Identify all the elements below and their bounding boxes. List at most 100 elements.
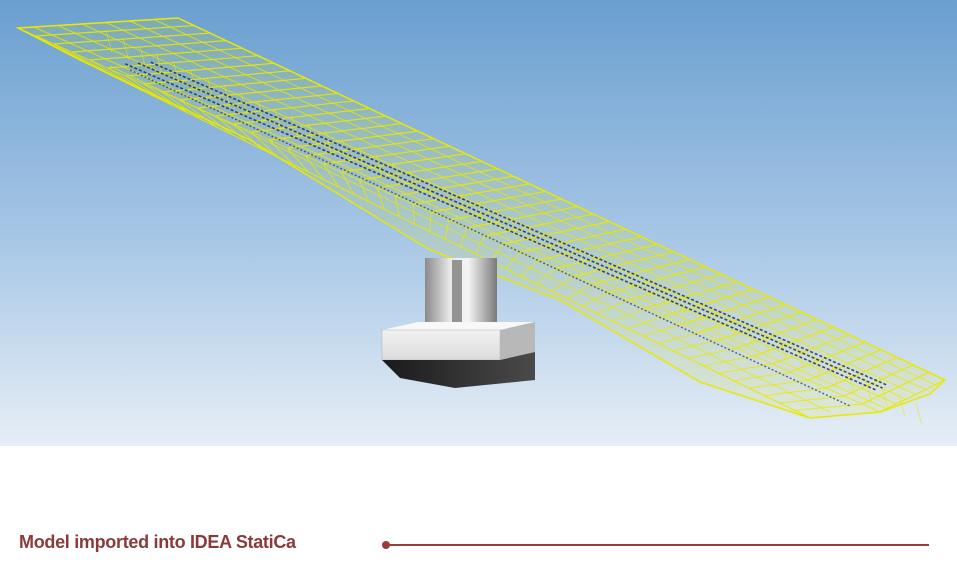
wire-segment (429, 211, 432, 232)
wire-segment (412, 203, 416, 225)
mesh-line (137, 62, 883, 389)
wire-segment (17, 17, 179, 29)
mesh-line (150, 61, 889, 387)
wire-segment (610, 266, 706, 293)
wire-segment (444, 219, 450, 240)
wire-segment (233, 107, 370, 125)
wire-segment (358, 179, 370, 202)
wire-segment (304, 155, 324, 180)
wire-segment (197, 92, 338, 109)
wire-segment (831, 363, 838, 386)
pier-cap-side (500, 322, 535, 360)
wire-segment (682, 296, 770, 325)
wire-segment (700, 304, 786, 333)
wire-segment (466, 205, 578, 229)
wire-segment (847, 371, 855, 394)
wire-segment (718, 363, 773, 374)
wire-segment (394, 195, 400, 217)
wire-segment (733, 371, 791, 382)
wire-segment (754, 326, 834, 357)
wire-segment (664, 288, 754, 317)
wire-segment (107, 67, 157, 98)
wire-segment (322, 163, 339, 188)
wire-segment (538, 236, 642, 261)
wire-segment (125, 75, 172, 106)
wire-segment (679, 293, 686, 317)
wire-segment (81, 23, 907, 400)
wire-segment (57, 25, 897, 405)
wire-segment (794, 403, 863, 412)
wire-segment (646, 281, 738, 309)
wire-segment (215, 115, 248, 143)
wire-segment (143, 83, 187, 113)
wire-segment (177, 17, 946, 381)
wire-segment (772, 334, 850, 365)
wire-segment (627, 315, 665, 329)
wire-segment (864, 379, 872, 402)
wire-segment (520, 228, 626, 253)
wire-segment (71, 40, 226, 53)
wire-segment (251, 115, 386, 133)
wire-segment (17, 27, 81, 61)
pier (381, 258, 535, 388)
wire-segment (107, 55, 258, 69)
wire-segment (105, 22, 916, 395)
wire-segment (430, 190, 546, 213)
wire-segment (33, 26, 887, 410)
wire-segment (809, 411, 881, 419)
wire-segment (915, 402, 923, 425)
wire-segment (642, 323, 683, 337)
wire-segment (574, 251, 674, 277)
wire-segment (35, 24, 195, 37)
wire-segment (861, 371, 930, 405)
wire-segment (412, 183, 530, 205)
deck-mesh (124, 61, 889, 407)
wire-segment (843, 364, 914, 397)
wire-segment (807, 349, 882, 381)
wire-segment (269, 122, 402, 141)
wire-segment (129, 20, 926, 391)
wire-segment (657, 331, 701, 344)
wire-segment (287, 130, 418, 149)
wire-segment (79, 59, 811, 419)
caption-rule-line (384, 544, 929, 546)
model-viewport[interactable] (0, 0, 957, 446)
wire-segment (153, 19, 936, 386)
wire-segment (448, 198, 562, 221)
wire-segment (474, 235, 486, 255)
wire-segment (718, 311, 802, 341)
wire-segment (703, 355, 755, 367)
wire-segment (377, 168, 498, 189)
wire-segment (779, 395, 845, 404)
wire-segment (789, 341, 866, 373)
wire-segment (197, 107, 233, 135)
wire-segment (89, 47, 242, 61)
wire-segment (340, 171, 355, 195)
wire-segment (881, 386, 889, 410)
wire-segment (596, 299, 629, 315)
wire-segment (612, 307, 647, 322)
pier-column-edge (452, 260, 462, 326)
wire-segment (323, 145, 450, 165)
wire-segment (215, 100, 354, 117)
wire-segment (505, 251, 522, 270)
wire-segment (359, 160, 482, 181)
wire-segment (581, 291, 611, 307)
pier-cap-bottom (382, 352, 535, 388)
wire-segment (484, 213, 594, 237)
wire-segment (395, 175, 514, 197)
wire-segment (712, 309, 720, 332)
wire-segment (17, 27, 881, 413)
wire-segment (556, 243, 658, 269)
wire-segment (459, 227, 468, 247)
wire-segment (109, 65, 831, 413)
wire-segment (376, 187, 385, 210)
wire-segment (161, 91, 202, 121)
wire-segment (179, 99, 218, 128)
wire-segment (89, 59, 142, 91)
wire-segment (305, 138, 434, 157)
wire-segment (233, 123, 263, 150)
bridge-model-render (0, 0, 957, 446)
wire-segment (879, 379, 946, 413)
